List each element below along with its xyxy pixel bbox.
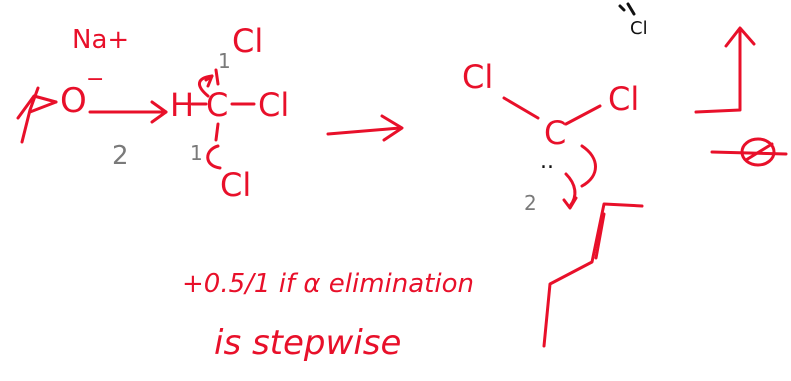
corner-cl-label: Cl [630, 18, 648, 39]
step-number-2-right: 2 [524, 191, 537, 215]
step-number-2-left: 2 [112, 141, 129, 171]
deduction-mark [710, 137, 788, 167]
corner-product-fragment: Cl [618, 2, 648, 39]
step-number-1-bottom: 1 [190, 141, 203, 165]
chloroform-cl-top: Cl [232, 22, 263, 60]
carbene-cl-left: Cl [462, 58, 493, 96]
chloroform-molecule: H C Cl Cl Cl [170, 22, 289, 204]
carbene-cl-right: Cl [608, 80, 639, 118]
step-number-1-top: 1 [218, 49, 231, 73]
chloroform-cl-bottom: Cl [220, 166, 251, 204]
alkoxide-oxygen: O [60, 81, 87, 121]
carbene-c: C [544, 114, 566, 152]
chloroform-c: C [206, 86, 228, 124]
chloroform-cl-right: Cl [258, 86, 289, 124]
chloroform-h: H [170, 86, 194, 124]
annotation-line-2: is stepwise [214, 323, 401, 363]
annotation-line-1: +0.5/1 if α elimination [182, 269, 474, 299]
sodium-counterion: Na+ [72, 25, 129, 55]
dichlorocarbene: Cl C Cl .. [462, 58, 639, 210]
carbene-lone-pair: .. [540, 149, 554, 174]
ccl-bond-arrow [206, 144, 222, 170]
tert-butyl-group [16, 86, 58, 144]
deprotonation-arrow [88, 100, 168, 124]
alkene-substrate [542, 202, 644, 348]
alkoxide-charge: − [86, 67, 104, 92]
alkene-attack-arrow [580, 144, 597, 188]
product-bracket [694, 26, 756, 114]
reaction-arrow [326, 114, 404, 142]
